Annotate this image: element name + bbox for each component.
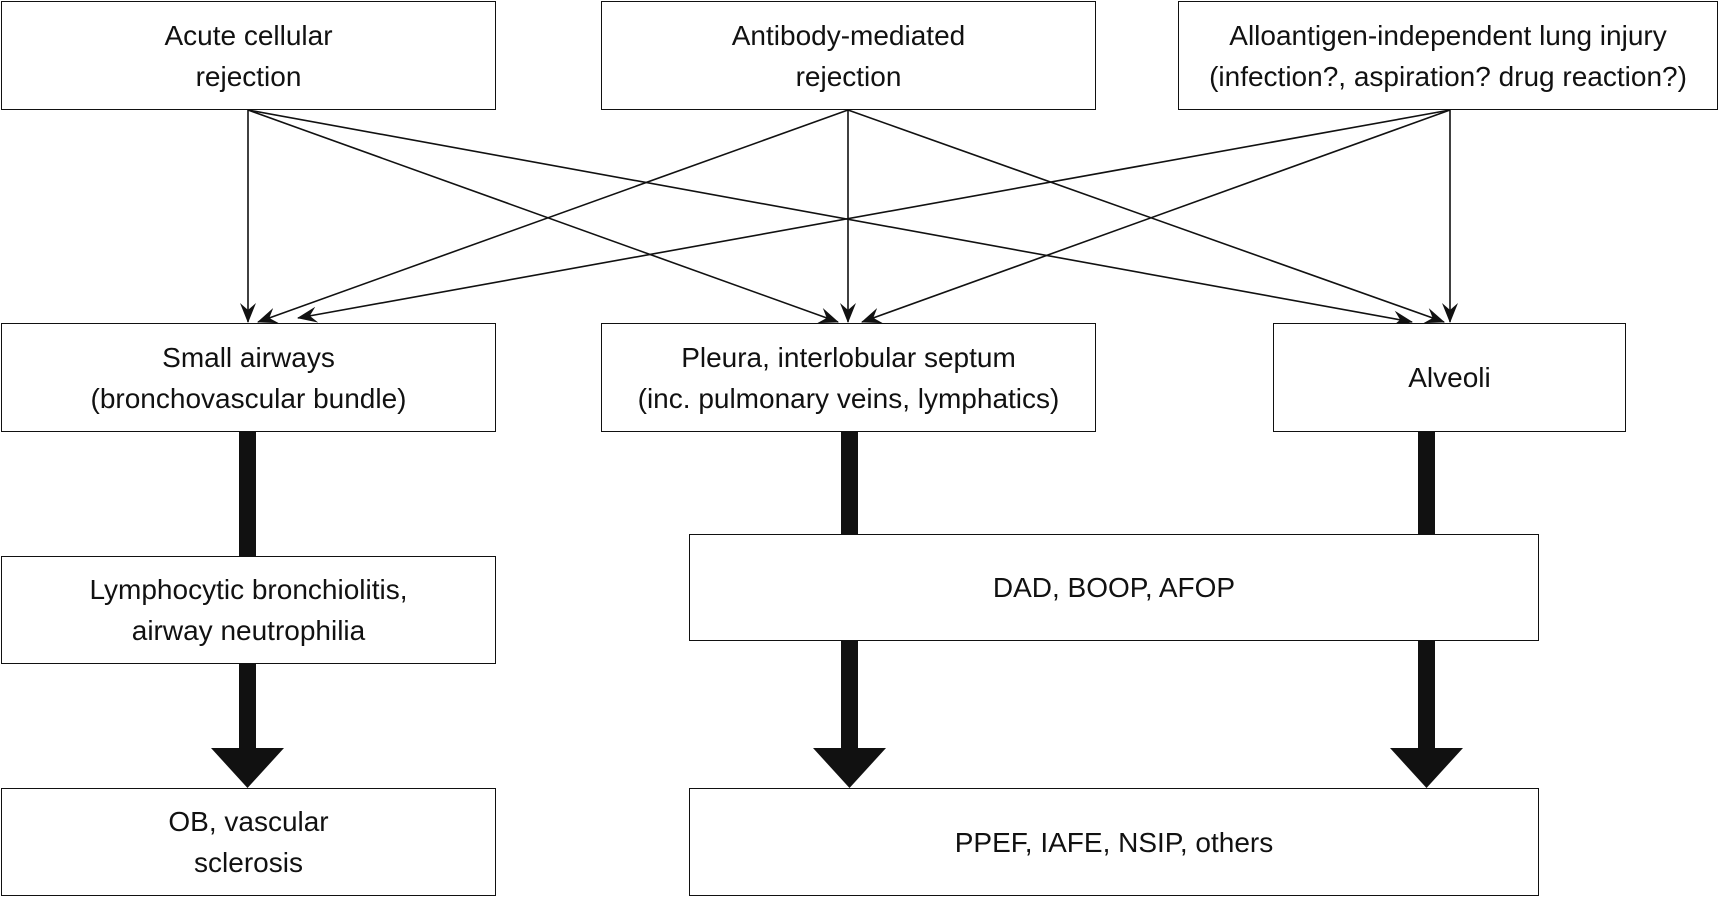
- arrow-ali-to-pleura: [861, 109, 1451, 324]
- site-line: (inc. pulmonary veins, lymphatics): [637, 382, 1060, 414]
- outcome-ppef-iafe-nsip: PPEF, IAFE, NSIP, others: [689, 788, 1539, 896]
- cause-line: rejection: [195, 60, 302, 92]
- bar-bronchiolitis-to-ob: [239, 664, 256, 750]
- cause-line: rejection: [795, 60, 902, 92]
- outcome-line: PPEF, IAFE, NSIP, others: [954, 826, 1274, 858]
- site-pleura-interlobular-septum: Pleura, interlobular septum (inc. pulmon…: [601, 323, 1096, 432]
- arrowhead-to-ppef-left: [813, 748, 886, 788]
- cause-line: Alloantigen-independent lung injury: [1229, 19, 1667, 51]
- bar-dad-to-ppef-left: [841, 641, 858, 750]
- cause-acute-cellular-rejection: Acute cellular rejection: [1, 1, 496, 110]
- bar-alveoli-to-dad: [1418, 432, 1435, 534]
- cause-line: Antibody-mediated: [731, 19, 966, 51]
- bar-small-airways-to-bronchiolitis: [239, 432, 256, 556]
- thin-arrow-group: [240, 109, 1458, 327]
- arrow-amr-to-small-airways: [257, 109, 849, 324]
- arrowhead-to-ob: [211, 748, 284, 788]
- arrow-acr-to-alveoli: [247, 109, 1413, 327]
- bar-dad-to-ppef-right: [1418, 641, 1435, 750]
- lesion-line: DAD, BOOP, AFOP: [992, 572, 1236, 603]
- outcome-ob-vascular-sclerosis: OB, vascular sclerosis: [1, 788, 496, 896]
- site-alveoli: Alveoli: [1273, 323, 1626, 432]
- cause-alloantigen-independent-injury: Alloantigen-independent lung injury (inf…: [1178, 1, 1718, 110]
- cause-line: Acute cellular: [164, 19, 333, 51]
- arrowhead-to-ppef-right: [1390, 748, 1463, 788]
- lesion-lymphocytic-bronchiolitis: Lymphocytic bronchiolitis, airway neutro…: [1, 556, 496, 664]
- arrow-ali-to-small-airways: [297, 109, 1451, 323]
- site-line: Small airways: [162, 341, 335, 373]
- site-small-airways: Small airways (bronchovascular bundle): [1, 323, 496, 432]
- lesion-line: Lymphocytic bronchiolitis,: [89, 574, 408, 605]
- arrow-acr-to-pleura: [247, 109, 839, 324]
- thick-arrow-group: [211, 432, 1463, 788]
- outcome-line: OB, vascular: [168, 806, 329, 837]
- site-line: Alveoli: [1408, 362, 1491, 393]
- outcome-line: sclerosis: [194, 847, 303, 878]
- lesion-dad-boop-afop: DAD, BOOP, AFOP: [689, 534, 1539, 641]
- cause-line: (infection?, aspiration? drug reaction?): [1209, 60, 1687, 92]
- cause-antibody-mediated-rejection: Antibody-mediated rejection: [601, 1, 1096, 110]
- site-line: (bronchovascular bundle): [90, 382, 407, 414]
- bar-pleura-to-dad: [841, 432, 858, 534]
- site-line: Pleura, interlobular septum: [681, 341, 1016, 373]
- arrow-amr-to-alveoli: [847, 109, 1445, 324]
- lesion-line: airway neutrophilia: [131, 615, 366, 646]
